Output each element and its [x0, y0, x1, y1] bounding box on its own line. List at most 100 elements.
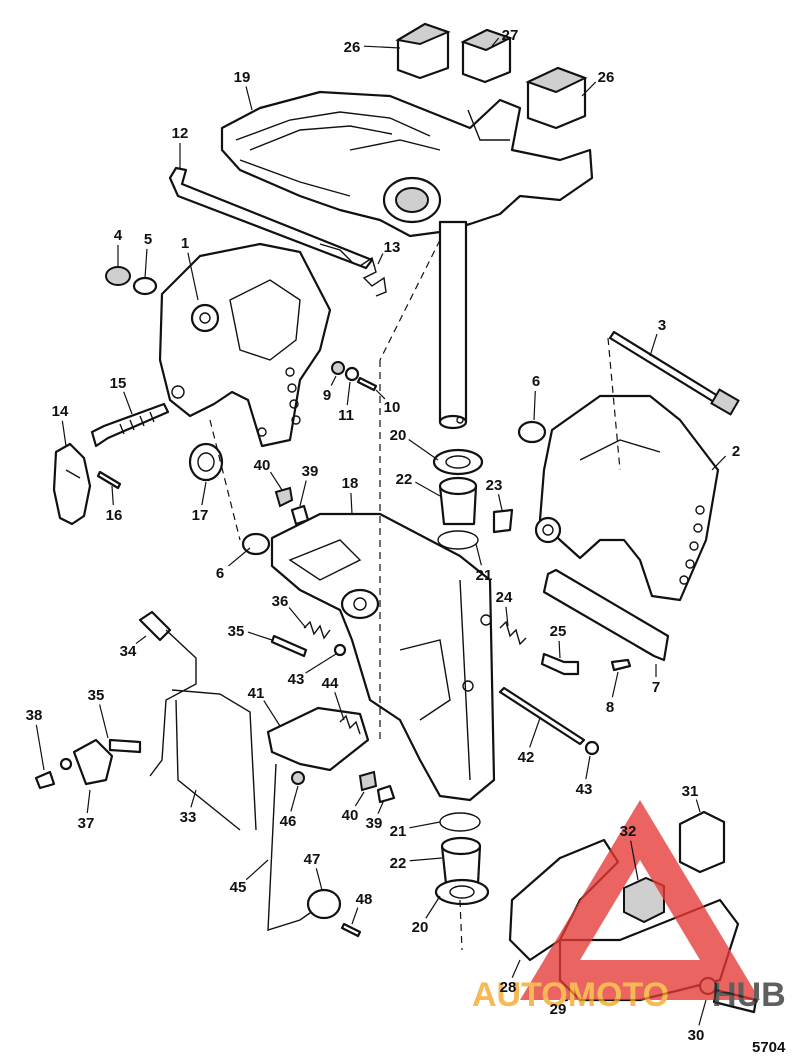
callout-label-48: 48 [356, 891, 373, 908]
callout-leader-15 [123, 391, 133, 415]
callout-leader-23 [497, 494, 503, 511]
insert-23 [492, 508, 514, 534]
callout-label-20: 20 [412, 919, 429, 936]
callout-label-26: 26 [344, 39, 361, 56]
watermark-triangle [520, 800, 760, 1000]
callout-label-14: 14 [52, 403, 69, 420]
pin-48 [340, 922, 362, 938]
nut-4 [105, 266, 131, 286]
callout-label-32: 32 [620, 823, 637, 840]
spring-13 [359, 256, 387, 297]
nut-43-top [333, 643, 347, 657]
callout-leader-32 [630, 840, 639, 881]
callout-leader-18 [350, 492, 353, 515]
callout-leader-20 [408, 438, 439, 461]
callout-leader-13 [377, 253, 384, 265]
callout-leader-28 [511, 959, 521, 978]
callout-label-43: 43 [576, 781, 593, 798]
washer-38 [59, 757, 73, 771]
callout-label-40: 40 [342, 807, 359, 824]
lever-41 [266, 706, 370, 772]
callout-leader-11 [346, 381, 351, 406]
callout-leader-5 [144, 248, 148, 279]
callout-leader-46 [290, 785, 299, 812]
callout-leader-43 [585, 755, 591, 780]
callout-leader-30 [698, 999, 707, 1026]
callout-leader-9 [330, 375, 337, 386]
callout-label-35: 35 [228, 623, 245, 640]
callout-leader-45 [245, 859, 269, 881]
callout-leader-17 [201, 481, 207, 506]
screw-10 [356, 376, 378, 392]
bushing-22-top [438, 476, 478, 526]
callout-label-35: 35 [88, 687, 105, 704]
callout-label-16: 16 [106, 507, 123, 524]
callout-leader-43 [305, 653, 337, 674]
washer-20-bottom [434, 878, 490, 906]
callout-leader-40 [354, 791, 365, 807]
callout-leader-20 [425, 895, 441, 919]
callout-leader-41 [263, 700, 281, 727]
fitting-40-bottom [358, 770, 378, 792]
callout-label-25: 25 [550, 623, 567, 640]
callout-leader-24 [505, 606, 509, 627]
callout-leader-10 [375, 389, 386, 400]
callout-label-21: 21 [476, 567, 493, 584]
screw-38 [34, 770, 56, 790]
callout-leader-37 [86, 789, 91, 814]
callout-label-42: 42 [518, 749, 535, 766]
steering-arm [220, 90, 594, 238]
grip-34 [138, 610, 172, 642]
clamp-bracket-left [158, 242, 332, 448]
callout-label-22: 22 [390, 855, 407, 872]
callout-label-8: 8 [606, 699, 614, 716]
callout-label-40: 40 [254, 457, 271, 474]
callout-label-46: 46 [280, 813, 297, 830]
callout-label-28: 28 [500, 979, 517, 996]
callout-leader-2 [711, 455, 727, 471]
callout-label-43: 43 [288, 671, 305, 688]
callout-leader-34 [135, 635, 147, 645]
callout-label-13: 13 [384, 239, 401, 256]
callout-label-37: 37 [78, 815, 95, 832]
clamp-pad-17 [188, 442, 224, 482]
rubber-block-right [525, 66, 588, 130]
bolt-42 [498, 686, 586, 746]
callout-leader-6 [228, 547, 251, 567]
callout-label-19: 19 [234, 69, 251, 86]
callout-leader-21 [475, 543, 482, 566]
callout-label-23: 23 [486, 477, 503, 494]
callout-label-29: 29 [550, 1001, 567, 1018]
rod-45 [267, 763, 321, 931]
watermark-text-left: AUTOMOTO [472, 976, 669, 1014]
steering-tube [438, 220, 468, 430]
callout-leader-22 [415, 481, 441, 497]
bolt-25 [540, 652, 580, 676]
callout-leader-48 [351, 907, 359, 925]
callout-leader-8 [611, 671, 619, 698]
callout-label-5: 5 [144, 231, 152, 248]
watermark-text-right: HUB [712, 976, 786, 1014]
callout-label-3: 3 [658, 317, 666, 334]
callout-leader-42 [529, 717, 541, 748]
callout-leader-35 [247, 631, 273, 641]
callout-leader-25 [558, 640, 561, 659]
rubber-block-32 [623, 876, 665, 924]
washer-20-top [432, 448, 484, 476]
callout-leader-29 [564, 999, 569, 1002]
callout-label-45: 45 [230, 879, 247, 896]
callout-leader-19 [245, 86, 253, 111]
callout-leader-22 [409, 857, 443, 862]
callout-leader-31 [695, 799, 701, 813]
washer-5 [132, 276, 158, 296]
spring-44 [339, 714, 361, 735]
callout-leader-35 [99, 704, 109, 739]
tilt-lever-33 [149, 629, 257, 831]
pin-35-left [108, 738, 142, 754]
callout-label-26: 26 [598, 69, 615, 86]
callout-leader-16 [111, 485, 114, 506]
callout-leader-21 [409, 821, 441, 829]
plate-7 [542, 568, 670, 662]
callout-leader-39 [299, 480, 307, 507]
